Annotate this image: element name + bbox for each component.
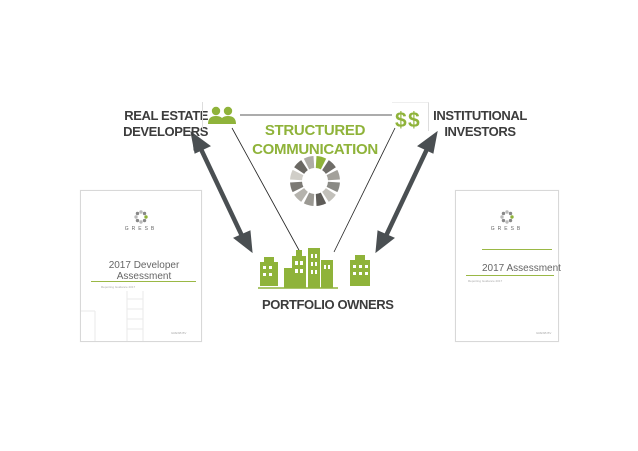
report-left-footer: GRESB BV: [171, 331, 187, 335]
logo-dot: [508, 218, 513, 223]
logo-dot: [501, 211, 506, 216]
ring-segment: [315, 192, 327, 206]
buildings-icon: [258, 246, 378, 292]
svg-text:$: $: [408, 109, 420, 132]
report-left-logo-icon: [133, 209, 149, 225]
line-developers-owners: [231, 127, 301, 253]
ring-segment: [315, 156, 327, 170]
ring-segment: [322, 188, 336, 202]
logo-dot: [505, 220, 509, 224]
logo-dot: [505, 210, 509, 214]
logo-dot: [508, 211, 513, 216]
double-arrow-right: [375, 130, 438, 254]
logo-dot: [139, 210, 143, 214]
logo-dot: [500, 215, 504, 219]
ring-segment: [303, 156, 315, 170]
logo-dot: [139, 220, 143, 224]
report-right-brand: GRESB: [490, 226, 524, 232]
segmented-ring-icon: [288, 154, 342, 208]
ring-segment: [322, 160, 336, 174]
ring-segment: [326, 181, 340, 193]
logo-dot: [510, 215, 514, 219]
logo-dot: [134, 215, 138, 219]
logo-dot: [142, 218, 147, 223]
report-right-underline: [466, 275, 554, 276]
ring-segment: [326, 169, 340, 181]
logo-dot: [142, 211, 147, 216]
ring-segment: [303, 192, 315, 206]
ring-segment: [294, 160, 308, 174]
money-icon: $ $: [392, 102, 429, 132]
center-title: STRUCTURED COMMUNICATION: [252, 122, 378, 158]
report-right-title: 2017 Assessment: [482, 263, 561, 274]
report-right-footer: GRESB BV: [536, 331, 552, 335]
line-investors-owners: [333, 127, 396, 253]
owners-label: PORTFOLIO OWNERS: [262, 297, 394, 312]
report-right: GRESB 2017 Assessment Reporting Guidance…: [455, 190, 561, 342]
investors-label: INSTITUTIONAL INVESTORS: [433, 108, 527, 139]
report-left: GRESB 2017 Developer Assessment Reportin…: [80, 190, 202, 342]
report-left-rule: [91, 281, 196, 282]
logo-dot: [135, 211, 140, 216]
report-right-logo-icon: [499, 209, 515, 225]
logo-dot: [501, 218, 506, 223]
ring-segment: [294, 188, 308, 202]
svg-text:$: $: [395, 109, 407, 132]
ring-segment: [290, 181, 304, 193]
report-left-subtitle: Reporting Guidance 2017: [101, 285, 136, 289]
report-left-title: 2017 Developer Assessment: [108, 260, 180, 282]
developers-label: REAL ESTATE DEVELOPERS: [123, 108, 208, 139]
report-right-subtitle: Reporting Guidance 2017: [468, 279, 503, 283]
report-left-brand: GRESB: [124, 226, 158, 232]
logo-dot: [135, 218, 140, 223]
report-right-rule: [482, 249, 552, 250]
ring-segment: [290, 169, 304, 181]
report-left-watermark: [81, 291, 144, 341]
logo-dot: [144, 215, 148, 219]
people-icon: [202, 102, 241, 130]
double-arrow-left: [190, 130, 253, 254]
